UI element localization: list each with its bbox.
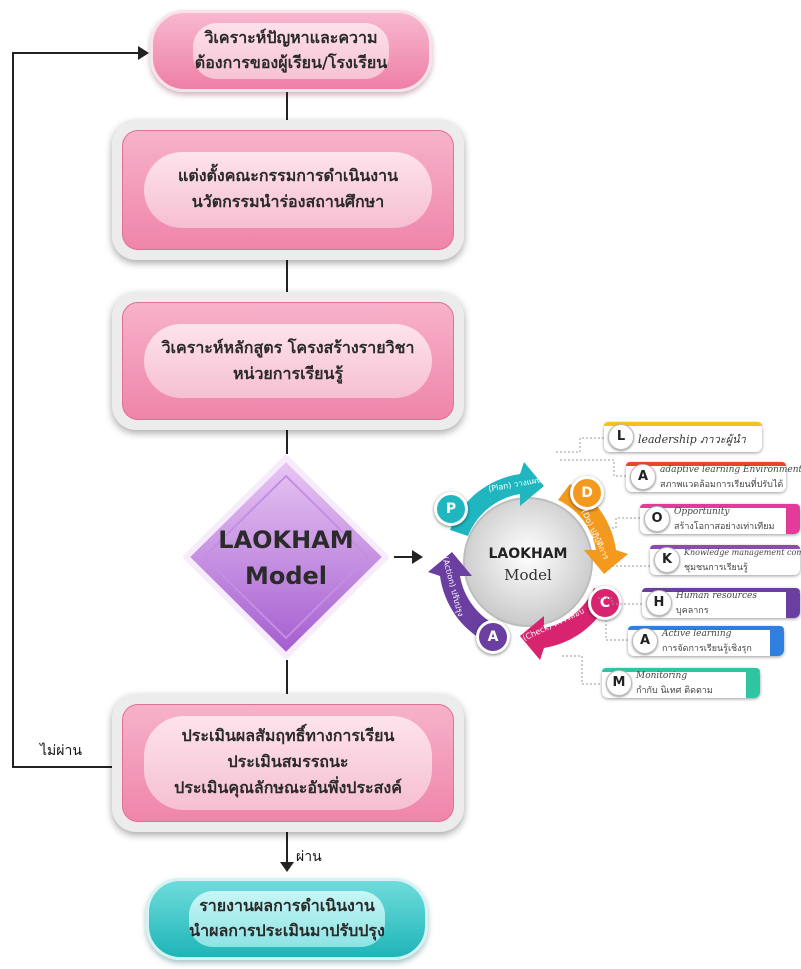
step4-line1: ประเมินผลสัมฤทธิ์ทางการเรียน <box>181 726 395 745</box>
tag-edge <box>786 588 800 618</box>
pass-label: ผ่าน <box>296 849 322 865</box>
tag-subtext: ชุมชนการเรียนรู้ <box>684 563 748 573</box>
fail-label: ไม่ผ่าน <box>40 743 82 759</box>
cycle-node-c: C <box>588 586 622 620</box>
step3-line1: วิเคราะห์หลักสูตร โครงสร้างรายวิชา <box>161 338 415 357</box>
cycle-node-d: D <box>570 476 604 510</box>
step4-line3: ประเมินคุณลักษณะอันพึ่งประสงค์ <box>174 778 402 797</box>
tag-subtext: การจัดการเรียนรู้เชิงรุก <box>662 644 752 654</box>
connector-model-cycle <box>394 556 414 558</box>
cycle-graphic <box>428 462 628 660</box>
tag-letter-o: O <box>644 506 670 532</box>
cycle-center-subtitle: Model <box>504 566 552 584</box>
tag-letter-h: H <box>646 590 672 616</box>
tag-human-resources: H Human resources บุคลากร <box>642 588 800 618</box>
tag-text: Knowledge management community <box>684 548 801 557</box>
step-appoint-committee: แต่งตั้งคณะกรรมการดำเนินงาน นวัตกรรมนำร่… <box>112 120 464 260</box>
step4-line2: ประเมินสมรรถนะ <box>227 752 349 771</box>
arrow-right-icon <box>412 550 423 564</box>
step4-inner <box>144 716 432 810</box>
step2-line2: นวัตกรรมนำร่องสถานศึกษา <box>191 192 385 211</box>
cycle-node-a: A <box>476 620 510 654</box>
loop-top <box>12 52 142 54</box>
step1-line1: วิเคราะห์ปัญหาและความ <box>204 28 378 47</box>
tag-edge <box>746 668 760 698</box>
step5-line2: นำผลการประเมินมาปรับปรุง <box>189 921 385 940</box>
tag-opportunity: O Opportunity สร้างโอกาสอย่างเท่าเทียม <box>640 504 800 534</box>
tag-letter-a: A <box>632 628 658 654</box>
step3-line2: หน่วยการเรียนรู้ <box>232 364 344 383</box>
tag-subtext: สภาพแวดล้อมการเรียนที่ปรับได้ <box>660 480 784 490</box>
step-analyze-needs: วิเคราะห์ปัญหาและความ ต้องการของผู้เรียน… <box>150 10 432 92</box>
tag-letter-l: L <box>608 424 634 450</box>
laokham-model-diamond: LAOKHAM Model <box>178 454 394 660</box>
tag-text: Human resources <box>676 591 757 601</box>
step2-line1: แต่งตั้งคณะกรรมการดำเนินงาน <box>178 166 398 185</box>
connector-4-5 <box>286 832 288 868</box>
step-analyze-needs-inner <box>193 23 389 79</box>
tag-text: Monitoring <box>636 671 688 681</box>
tag-stripe <box>626 462 786 466</box>
tag-text: Opportunity <box>674 507 730 517</box>
diamond-title: LAOKHAM <box>218 526 354 554</box>
loop-bottom <box>12 766 122 768</box>
tag-knowledge: K Knowledge management community ชุมชนกา… <box>650 545 801 575</box>
tag-edge <box>786 504 800 534</box>
tag-letter-k: K <box>654 547 680 573</box>
tag-text: Active learning <box>662 629 732 639</box>
tag-subtext: บุคลากร <box>676 606 709 616</box>
step-report: รายงานผลการดำเนินงาน นำผลการประเมินมาปรั… <box>146 878 428 960</box>
tag-stripe <box>642 588 800 592</box>
step5-inner <box>189 891 385 947</box>
connector-3-model <box>286 428 288 454</box>
tag-stripe <box>640 504 800 508</box>
connector-2-3 <box>286 258 288 294</box>
tag-subtext: กำกับ นิเทศ ติดตาม <box>636 686 713 696</box>
tag-edge <box>770 626 784 656</box>
cycle-node-p: P <box>434 492 468 526</box>
tag-active-learning: A Active learning การจัดการเรียนรู้เชิงร… <box>628 626 784 656</box>
tag-text: leadership ภาวะผู้นำ <box>638 433 746 446</box>
tag-subtext: สร้างโอกาสอย่างเท่าเทียม <box>674 522 775 532</box>
step2-inner <box>144 152 432 228</box>
tag-leadership: L leadership ภาวะผู้นำ <box>604 422 762 452</box>
connector-1-2 <box>286 88 288 122</box>
diamond-subtitle: Model <box>244 562 328 590</box>
tag-monitoring: M Monitoring กำกับ นิเทศ ติดตาม <box>602 668 760 698</box>
tag-text: adaptive learning Environment <box>660 465 801 475</box>
tag-stripe <box>628 626 784 630</box>
step5-line1: รายงานผลการดำเนินงาน <box>199 896 375 915</box>
tag-stripe <box>650 545 800 549</box>
loop-left <box>12 52 14 768</box>
tag-adaptive-learning: A adaptive learning Environment สภาพแวดล… <box>626 462 801 492</box>
arrow-down-icon <box>280 862 294 872</box>
arrow-right-icon <box>138 46 149 60</box>
tag-stripe <box>604 422 762 426</box>
tag-letter-m: M <box>606 670 632 696</box>
diamond-shape <box>183 455 389 659</box>
tag-letter-a: A <box>630 464 656 490</box>
connector-model-4 <box>286 660 288 694</box>
tag-stripe <box>602 668 760 672</box>
step3-inner <box>144 324 432 398</box>
cycle-center-title: LAOKHAM <box>488 546 568 562</box>
step1-line2: ต้องการของผู้เรียน/โรงเรียน <box>194 53 388 72</box>
step-evaluate: ประเมินผลสัมฤทธิ์ทางการเรียน ประเมินสมรร… <box>112 694 464 832</box>
pdca-cycle: LAOKHAM Model P D C A (Plan) วางแผน (Do)… <box>420 450 630 660</box>
step-analyze-curriculum: วิเคราะห์หลักสูตร โครงสร้างรายวิชา หน่วย… <box>112 292 464 430</box>
